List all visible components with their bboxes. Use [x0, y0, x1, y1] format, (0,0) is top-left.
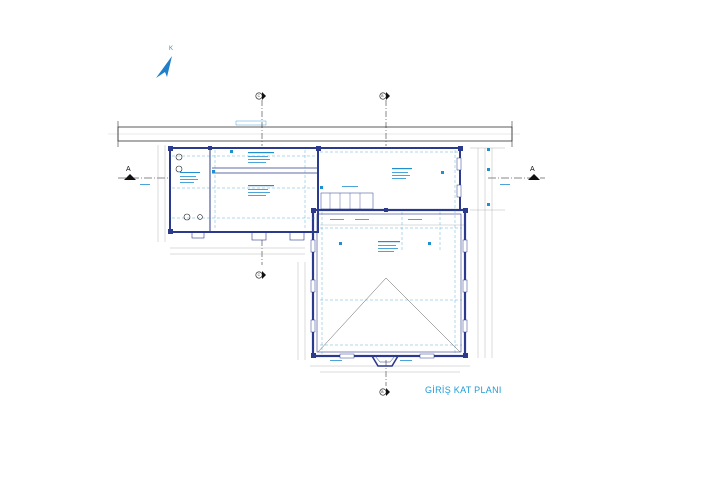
north-arrow-icon: [156, 56, 172, 78]
roof-lines: [317, 277, 461, 353]
walls: [169, 147, 467, 367]
drawing-title: GİRİŞ KAT PLANI: [425, 385, 502, 395]
axis-label-b-bottom: B: [381, 390, 383, 394]
axis-label-b-top: B: [381, 94, 383, 98]
sanitary-fixtures: [175, 153, 203, 221]
section-marker-icon: [124, 174, 136, 180]
beam-lines: [172, 150, 462, 354]
axis-label-c-top: C: [258, 94, 261, 98]
section-line-a: [118, 174, 545, 180]
windows: [310, 157, 468, 359]
axis-label-c-mid: C: [258, 273, 261, 277]
dimension-lines: [157, 145, 505, 373]
level-markers: [212, 148, 490, 245]
columns: [168, 146, 468, 358]
section-marker-icon: [528, 174, 540, 180]
axis-marker-icon: [255, 92, 390, 396]
section-label-left: A: [126, 166, 131, 173]
north-label: K: [169, 46, 174, 52]
site-boundary: [108, 120, 520, 147]
section-label-right: A: [530, 166, 535, 173]
room-annotations: [140, 152, 510, 361]
grid-axes: [261, 100, 387, 386]
